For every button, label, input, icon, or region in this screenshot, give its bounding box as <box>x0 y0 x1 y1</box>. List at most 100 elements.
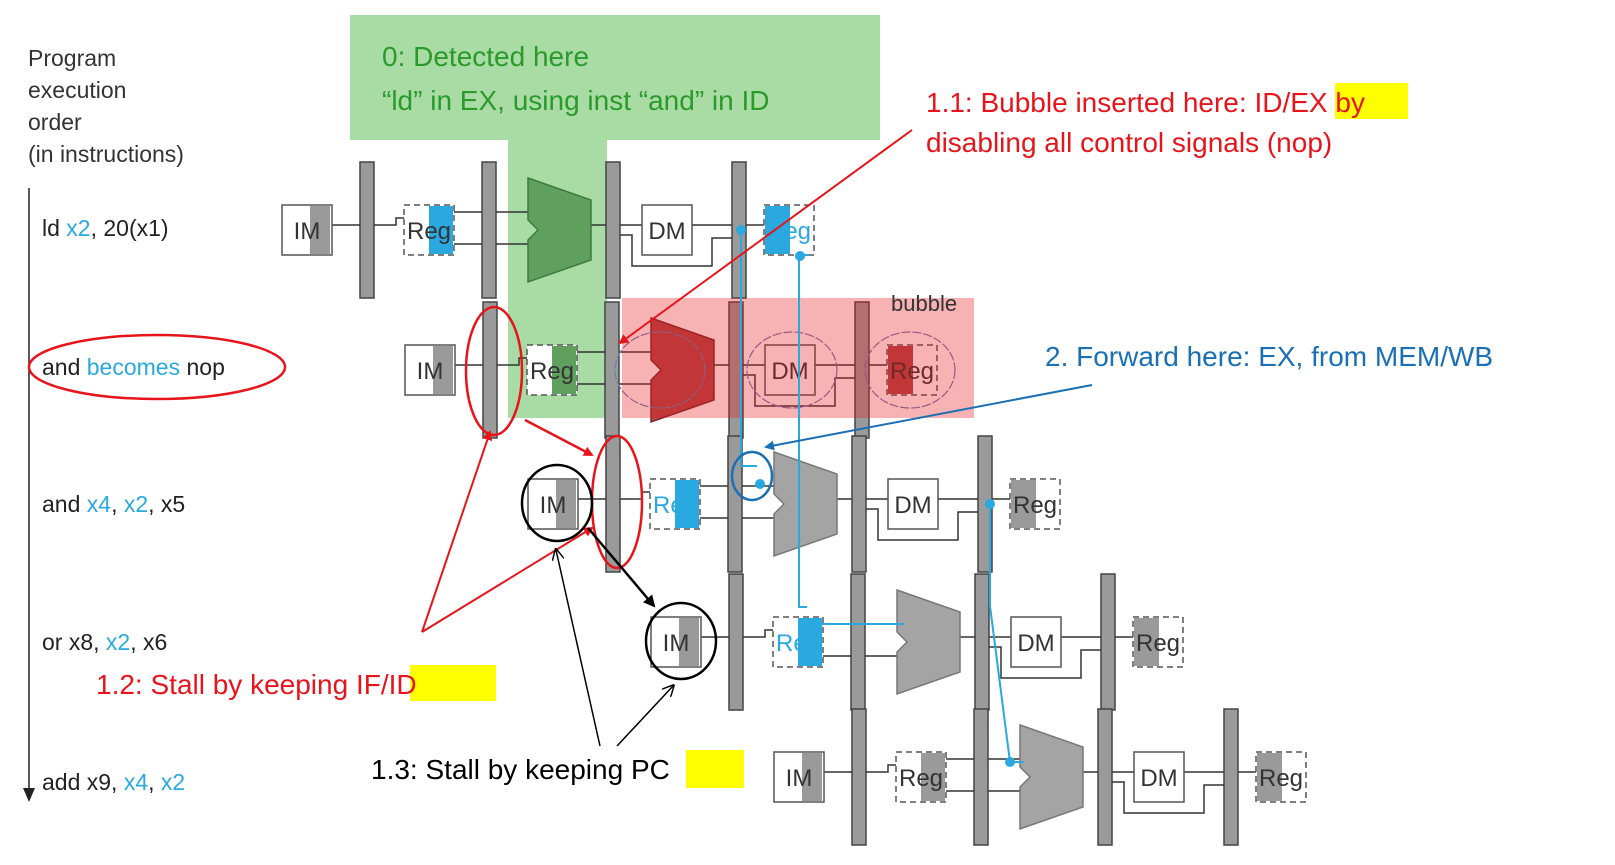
pc-oval-row3 <box>520 463 594 543</box>
dm-unit-frame <box>1010 616 1062 668</box>
wire-id-in <box>866 764 896 773</box>
reg-read-unit-label: Reg <box>899 765 943 792</box>
wire-mem-bypass <box>866 508 978 541</box>
reg-write-unit-shade <box>1011 480 1036 528</box>
dm-unit: DM <box>764 344 816 396</box>
wire-mem-bypass <box>620 234 732 267</box>
forward-dot-2 <box>795 251 805 261</box>
axis-arrowhead <box>23 788 35 802</box>
reg-write-unit: Reg <box>886 344 938 396</box>
forward-dot-6 <box>1005 757 1015 767</box>
instruction-part: x2 <box>124 491 148 517</box>
instruction-part: ld <box>42 215 66 241</box>
dm-unit: DM <box>887 478 939 530</box>
idex-highlight <box>1335 83 1408 119</box>
stall-pc-note: 1.3: Stall by keeping PC <box>371 754 670 785</box>
pc-stall-arrow <box>587 527 656 608</box>
dm-unit-label: DM <box>1017 630 1054 657</box>
forward-dot-3 <box>755 479 765 489</box>
instruction-part: becomes <box>87 354 180 380</box>
forward-arrow <box>764 384 1093 451</box>
instruction-label-5: add x9, x4, x2 <box>42 769 185 795</box>
stall-ifid-arrow-2 <box>421 526 594 633</box>
dm-unit-frame <box>887 478 939 530</box>
bubble-cloud-1 <box>614 331 706 409</box>
reg-write-unit-shade <box>1257 753 1282 801</box>
instruction-part: x2 <box>66 215 90 241</box>
reg-read-unit-label: Reg <box>530 358 574 385</box>
im-unit-shade <box>802 753 822 801</box>
instruction-part: , <box>148 769 161 795</box>
forward-wire-4 <box>989 504 1024 763</box>
axis-label-line-1: Program <box>28 45 116 71</box>
instruction-part: x4 <box>124 769 149 795</box>
instruction-part: x2 <box>106 629 130 655</box>
bubble-note-line-2: disabling all control signals (nop) <box>926 127 1332 158</box>
dm-unit-frame <box>641 204 693 256</box>
memwb-register <box>1100 573 1116 711</box>
forward-wire-2 <box>798 255 807 608</box>
reg-write-unit-label: Reg <box>1136 630 1180 657</box>
instruction-part: , <box>111 491 124 517</box>
ifid-oval-row2 <box>464 305 524 437</box>
instruction-part: x2 <box>161 769 185 795</box>
idex-register <box>481 161 497 299</box>
dm-unit: DM <box>1010 616 1062 668</box>
im-unit-label: IM <box>294 218 321 245</box>
reg-write-unit: Reg <box>763 204 815 256</box>
dm-unit-label: DM <box>1140 765 1177 792</box>
exmem-register <box>974 573 990 711</box>
instruction-part: and <box>42 491 87 517</box>
forward-note: 2. Forward here: EX, from MEM/WB <box>1045 341 1493 372</box>
reg-write-unit-shade <box>888 346 913 394</box>
pc-oval-row4 <box>644 601 718 681</box>
im-unit-label: IM <box>663 630 690 657</box>
stall-ifid-note: 1.2: Stall by keeping IF/ID <box>96 669 417 700</box>
exmem-register <box>605 161 621 299</box>
im-unit-shade <box>556 480 576 528</box>
im-unit: IM <box>281 204 333 256</box>
dm-unit-label: DM <box>771 358 808 385</box>
dm-unit-label: DM <box>894 492 931 519</box>
forwarding-wires <box>740 228 1024 763</box>
reg-write-unit: Reg <box>1132 616 1184 668</box>
instruction-part: and <box>42 354 87 380</box>
pc-highlight <box>686 750 744 788</box>
im-unit-shade <box>433 346 453 394</box>
instruction-part: , x6 <box>130 629 167 655</box>
instruction-part: , x5 <box>148 491 185 517</box>
wire-id-in <box>743 629 773 638</box>
ifid-highlight <box>410 665 496 701</box>
wire-mem-bypass <box>1112 781 1224 814</box>
forward-dot-1 <box>736 225 746 235</box>
im-unit-shade <box>310 206 330 254</box>
instruction-part: or x8, <box>42 629 106 655</box>
reg-read-unit-label: Reg <box>407 218 451 245</box>
wire-id-in <box>620 491 650 500</box>
instruction-label-3: and x4, x2, x5 <box>42 491 185 517</box>
reg-read-unit-shade <box>675 480 699 528</box>
ifid-register <box>851 708 867 846</box>
bubble-note-line-1: 1.1: Bubble inserted here: ID/EX by <box>926 87 1365 118</box>
reg-write-unit-label: Reg <box>890 358 934 385</box>
wire-mem-bypass <box>989 646 1101 679</box>
reg-write-unit-shade <box>765 206 790 254</box>
alu-unit <box>650 316 715 424</box>
reg-read-unit-label: Reg <box>776 630 820 657</box>
forward-dot-4 <box>985 499 995 509</box>
instruction-part: , 20(x1) <box>91 215 169 241</box>
instruction-part: add x9, <box>42 769 124 795</box>
reg-read-unit: Reg <box>895 751 947 803</box>
forward-dot-5 <box>801 622 811 632</box>
bubble-cloud-2 <box>746 331 838 409</box>
im-unit: IM <box>773 751 825 803</box>
stall-ifid-arrow-1 <box>421 430 493 633</box>
im-unit: IM <box>527 478 579 530</box>
forward-point-oval <box>730 450 774 502</box>
axis-label-line-2: execution <box>28 77 126 103</box>
